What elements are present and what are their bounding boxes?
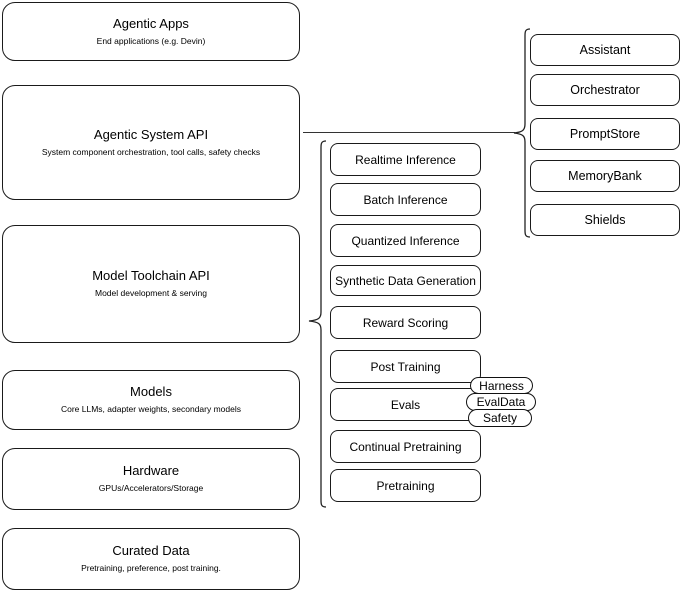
connector-system-api-to-components (303, 132, 515, 134)
layer-title: Hardware (122, 463, 180, 478)
capability-evals[interactable]: Evals (330, 388, 481, 421)
layer-subtitle: Pretraining, preference, post training. (81, 563, 221, 573)
capability-label: Evals (390, 397, 421, 412)
capability-label: Pretraining (376, 478, 435, 493)
layer-subtitle: Model development & serving (95, 288, 207, 298)
eval-pill-label: Safety (482, 411, 518, 425)
component-label: Shields (584, 213, 626, 227)
layer-subtitle: Core LLMs, adapter weights, secondary mo… (60, 404, 241, 414)
brace-toolchain-capabilities (308, 140, 327, 508)
component-label: Assistant (579, 43, 631, 57)
eval-pill-label: EvalData (476, 395, 526, 409)
eval-pill-safety[interactable]: Safety (468, 409, 532, 427)
layer-title: Curated Data (112, 543, 190, 558)
capability-label: Reward Scoring (362, 315, 449, 330)
capability-reward-scoring[interactable]: Reward Scoring (330, 306, 481, 339)
component-assistant[interactable]: Assistant (530, 34, 680, 66)
layer-title: Models (130, 384, 172, 399)
capability-label: Post Training (370, 359, 441, 374)
component-promptstore[interactable]: PromptStore (530, 118, 680, 150)
layer-title: Model Toolchain API (92, 268, 210, 283)
component-label: PromptStore (569, 127, 641, 141)
capability-synthetic-data-generation[interactable]: Synthetic Data Generation (330, 265, 481, 296)
capability-label: Batch Inference (363, 192, 448, 207)
capability-label: Synthetic Data Generation (335, 273, 476, 288)
capability-pretraining[interactable]: Pretraining (330, 469, 481, 502)
layer-subtitle: End applications (e.g. Devin) (96, 35, 206, 46)
layer-hardware[interactable]: Hardware GPUs/Accelerators/Storage (2, 448, 300, 510)
layer-subtitle: System component orchestration, tool cal… (41, 146, 261, 157)
capability-quantized-inference[interactable]: Quantized Inference (330, 224, 481, 257)
layer-models[interactable]: Models Core LLMs, adapter weights, secon… (2, 370, 300, 430)
layer-title: Agentic System API (93, 126, 209, 142)
capability-label: Continual Pretraining (349, 439, 462, 454)
capability-label: Realtime Inference (355, 152, 456, 167)
layer-agentic-system-api[interactable]: Agentic System API System component orch… (2, 85, 300, 200)
capability-batch-inference[interactable]: Batch Inference (330, 183, 481, 216)
capability-realtime-inference[interactable]: Realtime Inference (330, 143, 481, 176)
layer-model-toolchain-api[interactable]: Model Toolchain API Model development & … (2, 225, 300, 343)
component-orchestrator[interactable]: Orchestrator (530, 74, 680, 106)
component-label: Orchestrator (570, 83, 640, 97)
brace-system-components (513, 28, 531, 238)
eval-pill-harness[interactable]: Harness (470, 377, 533, 394)
component-shields[interactable]: Shields (530, 204, 680, 236)
capability-continual-pretraining[interactable]: Continual Pretraining (330, 430, 481, 463)
layer-subtitle: GPUs/Accelerators/Storage (98, 483, 204, 493)
capability-post-training[interactable]: Post Training (330, 350, 481, 383)
layer-curated-data[interactable]: Curated Data Pretraining, preference, po… (2, 528, 300, 590)
layer-agentic-apps[interactable]: Agentic Apps End applications (e.g. Devi… (2, 2, 300, 61)
layer-title: Agentic Apps (113, 15, 189, 31)
component-memorybank[interactable]: MemoryBank (530, 160, 680, 192)
component-label: MemoryBank (568, 169, 642, 183)
capability-label: Quantized Inference (351, 233, 460, 248)
eval-pill-label: Harness (479, 378, 524, 393)
